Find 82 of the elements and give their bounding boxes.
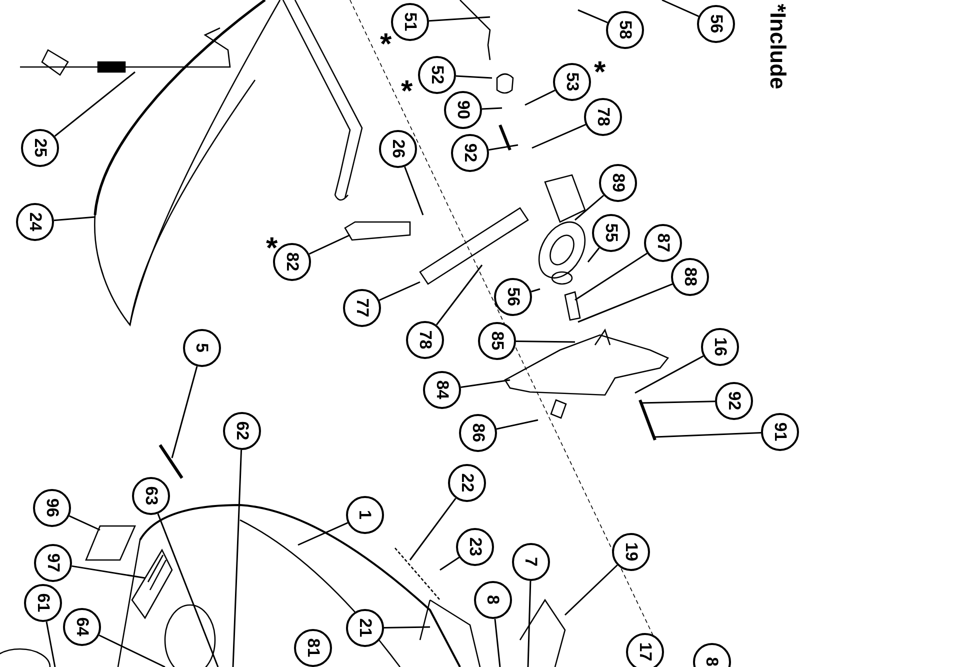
leader-line <box>54 216 96 222</box>
leader-line <box>72 565 146 579</box>
leader-line <box>574 194 604 221</box>
leader-line <box>496 419 538 430</box>
leader-line <box>298 522 348 546</box>
footnote-text: *Include <box>764 4 792 90</box>
leader-line <box>436 264 483 326</box>
callout-number: 55 <box>592 214 630 252</box>
leader-line <box>531 288 540 292</box>
leader-line <box>578 9 608 24</box>
callout-number: 78 <box>406 321 444 359</box>
leader-line <box>654 432 762 438</box>
callout-number: 87 <box>644 224 682 262</box>
callout-number: 21 <box>346 609 384 647</box>
callout-number: 90 <box>444 91 482 129</box>
asterisk-mark: * <box>594 58 606 88</box>
callout-number: 52 <box>418 56 456 94</box>
leader-line <box>640 400 716 404</box>
callout-number: 19 <box>612 533 650 571</box>
leader-line <box>384 626 430 628</box>
callout-number: 1 <box>346 496 384 534</box>
callout-number: 56 <box>697 5 735 43</box>
leader-line <box>379 281 420 301</box>
callout-number: 8 <box>693 643 731 667</box>
leader-line <box>98 634 166 667</box>
leader-line <box>488 144 518 151</box>
leader-line <box>634 355 704 394</box>
leader-line <box>460 379 510 388</box>
callout-number: 8 <box>474 581 512 619</box>
callout-number: 7 <box>512 543 550 581</box>
leader-line <box>587 247 600 262</box>
callout-number: 92 <box>715 382 753 420</box>
callout-number: 22 <box>448 464 486 502</box>
callout-number: 58 <box>606 11 644 49</box>
callout-number: 92 <box>451 134 489 172</box>
leader-line <box>574 252 648 301</box>
callout-number: 86 <box>459 414 497 452</box>
leader-line <box>524 90 556 106</box>
callout-number: 81 <box>294 629 332 667</box>
callout-number: 97 <box>34 544 72 582</box>
callout-number: 77 <box>343 289 381 327</box>
leader-line <box>456 75 492 79</box>
callout-number: 53 <box>553 63 591 101</box>
callout-number: 17 <box>626 633 664 667</box>
leader-line <box>440 556 460 571</box>
callout-number: 56 <box>494 278 532 316</box>
leader-line <box>482 107 502 110</box>
leader-line <box>532 124 586 149</box>
callout-number: 23 <box>456 528 494 566</box>
leader-line <box>171 366 198 458</box>
leader-line <box>157 513 219 667</box>
callout-number: 16 <box>701 328 739 366</box>
callout-number: 51 <box>391 3 429 41</box>
leader-line <box>428 16 490 22</box>
leader-line <box>494 618 501 667</box>
callout-number: 62 <box>223 412 261 450</box>
leader-line <box>409 498 456 560</box>
callout-number: 78 <box>584 98 622 136</box>
callout-number: 84 <box>423 371 461 409</box>
callout-number: 85 <box>478 322 516 360</box>
callout-number: 96 <box>33 489 71 527</box>
leader-line <box>662 0 699 17</box>
leader-line <box>404 166 424 216</box>
callout-number: 91 <box>761 413 799 451</box>
callout-number: 61 <box>24 584 62 622</box>
asterisk-mark: * <box>401 77 413 107</box>
callout-number: 64 <box>63 608 101 646</box>
leader-line <box>46 622 56 667</box>
callout-number: 26 <box>379 130 417 168</box>
callout-number: 63 <box>132 477 170 515</box>
leader-line <box>578 283 673 323</box>
callout-number: 5 <box>183 329 221 367</box>
leader-line <box>54 71 136 137</box>
leader-line <box>527 580 532 667</box>
asterisk-mark: * <box>380 30 392 60</box>
callout-number: 88 <box>671 258 709 296</box>
callout-number: 24 <box>16 203 54 241</box>
callout-number: 89 <box>599 164 637 202</box>
callout-number: 25 <box>21 129 59 167</box>
leader-line <box>564 564 618 616</box>
leader-line <box>232 450 242 667</box>
leader-line <box>516 340 576 343</box>
